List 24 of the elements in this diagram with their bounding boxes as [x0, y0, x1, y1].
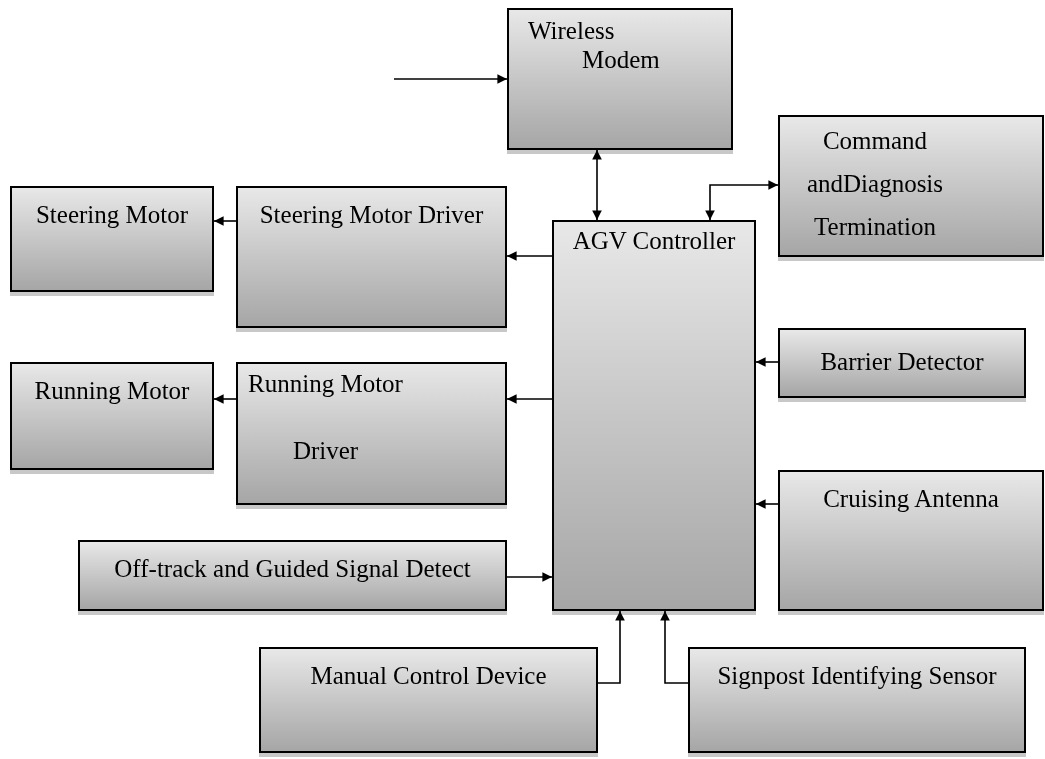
box-label: Running Motor — [33, 376, 191, 406]
box-label: AGV Controller — [571, 226, 737, 256]
box-label: Off-track and Guided Signal Detect — [113, 554, 472, 584]
arrow — [755, 357, 779, 367]
arrow — [592, 149, 602, 221]
arrow — [506, 251, 553, 261]
box-label: Barrier Detector — [819, 347, 985, 377]
arrow — [705, 180, 779, 221]
arrow — [755, 499, 779, 509]
arrow — [213, 394, 237, 404]
box-label: Steering Motor — [34, 200, 190, 230]
arrow — [506, 572, 553, 582]
box-label: Command andDiagnosis Termination — [805, 126, 945, 242]
box-label: Cruising Antenna — [822, 484, 1000, 514]
arrow — [213, 216, 237, 226]
box-label: Manual Control Device — [309, 661, 548, 691]
arrow — [660, 610, 689, 684]
box-label: Wireless Modem — [528, 16, 661, 74]
arrow — [393, 74, 508, 84]
arrow — [597, 610, 625, 684]
box-label: Running Motor Driver — [247, 369, 404, 466]
box-label: Steering Motor Driver — [258, 200, 485, 230]
box-label: Signpost Identifying Sensor — [716, 661, 998, 691]
arrow — [506, 394, 553, 404]
